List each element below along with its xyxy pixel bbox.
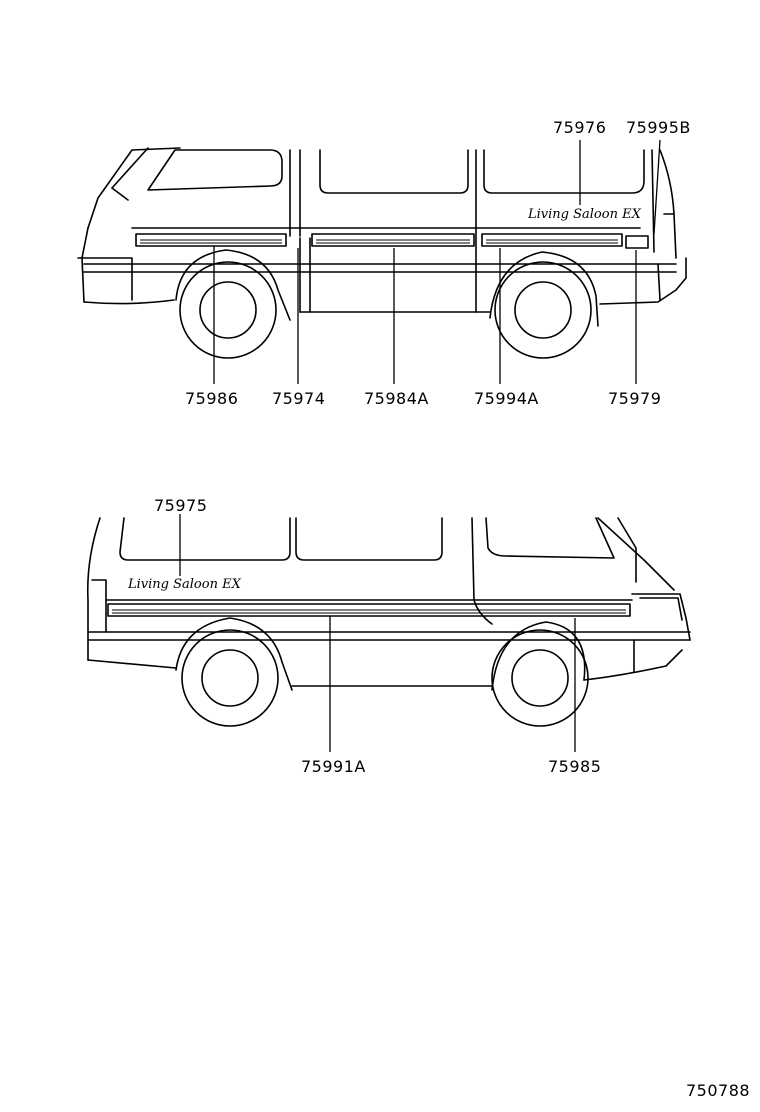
svg-text:Living Saloon EX: Living Saloon EX: [527, 207, 642, 222]
emblem-icon: Living Saloon EX: [127, 577, 242, 592]
part-label-75986: 75986: [185, 389, 238, 408]
wheel-icon: [179, 261, 592, 359]
leader-lines-lower: [179, 514, 576, 752]
van-side-left-outline: [86, 517, 691, 691]
part-label-75975: 75975: [154, 496, 207, 515]
svg-text:Living Saloon EX: Living Saloon EX: [127, 577, 242, 592]
leader-lines-upper: [213, 139, 661, 384]
emblem-icon: Living Saloon EX: [527, 207, 642, 222]
part-label-75976: 75976: [553, 118, 606, 137]
part-label-75984a: 75984A: [364, 389, 429, 408]
wheel-icon: [181, 629, 589, 727]
van-side-right-outline: [77, 147, 687, 327]
part-label-75995b: 75995B: [626, 118, 691, 137]
part-label-75974: 75974: [272, 389, 325, 408]
diagram-id: 750788: [686, 1081, 750, 1100]
part-label-75994a: 75994A: [474, 389, 539, 408]
part-label-75979: 75979: [608, 389, 661, 408]
part-label-75985: 75985: [548, 757, 601, 776]
part-label-75991a: 75991A: [301, 757, 366, 776]
